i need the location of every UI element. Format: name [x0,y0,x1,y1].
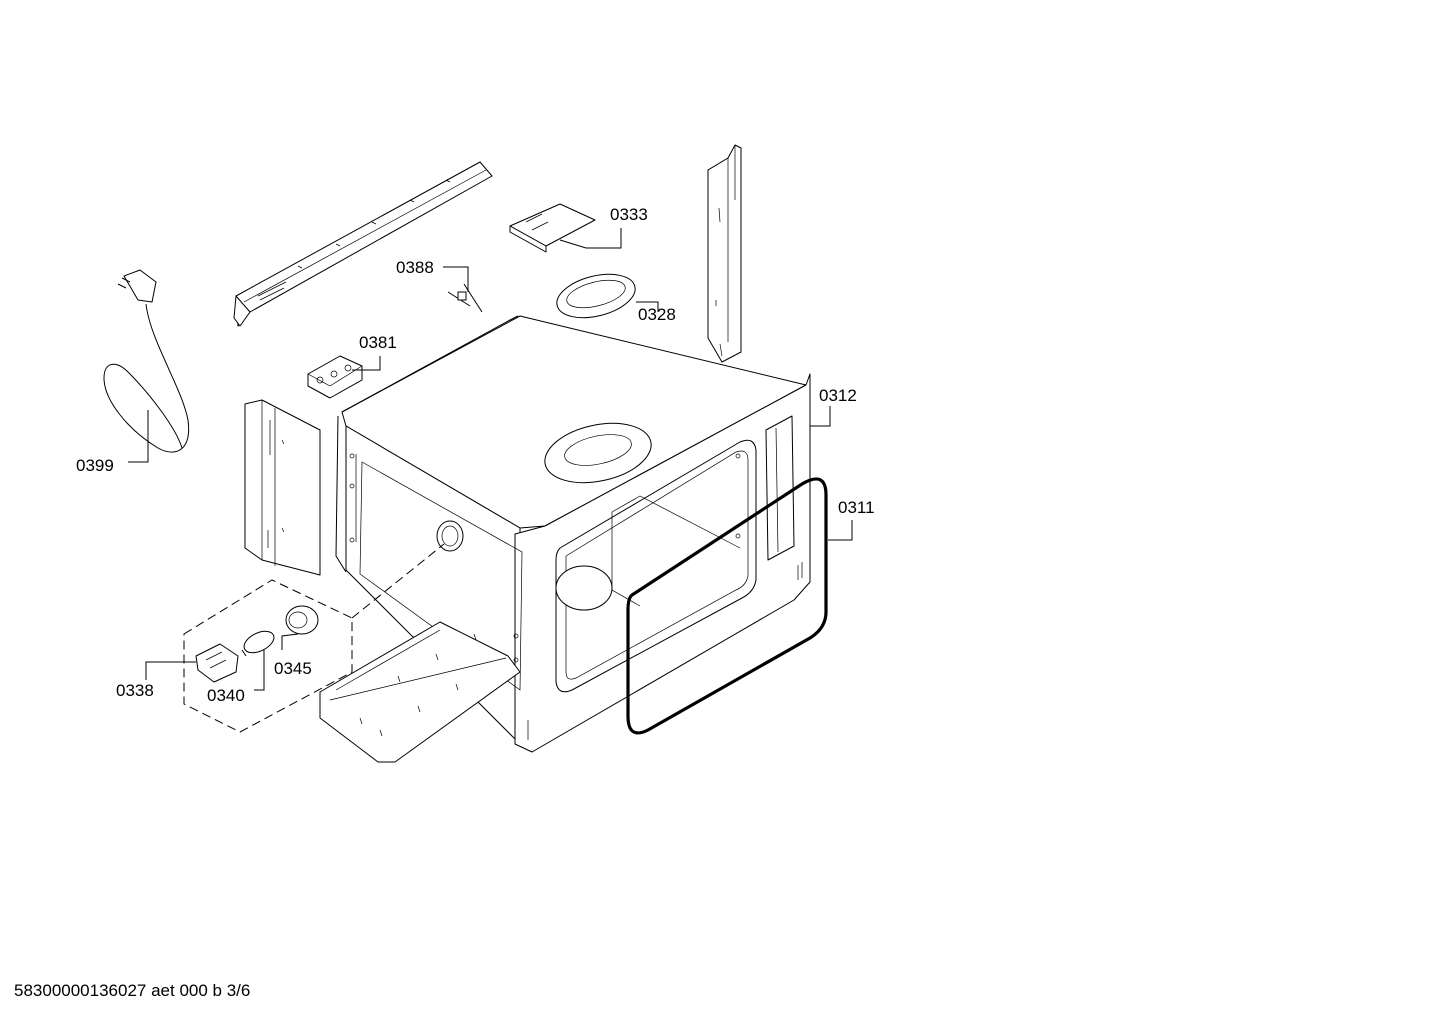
part-0333-plate [509,203,596,253]
callout-0312: 0312 [819,386,857,405]
door-seal-0311 [626,477,828,735]
power-cord [103,269,190,453]
callout-0399: 0399 [76,456,114,475]
lower-rail [319,621,521,763]
callout-0381: 0381 [359,333,397,352]
leader-lines [128,228,853,691]
callout-0388: 0388 [396,258,434,277]
lamp-assembly [183,543,445,733]
callout-0328: 0328 [638,305,676,324]
part-0388-pin [447,283,483,313]
left-vertical-bracket [244,399,321,576]
document-code: 58300000136027 aet 000 b 3/6 [14,981,251,1000]
part-0328-seal [556,273,636,319]
callout-0340: 0340 [207,686,245,705]
callout-labels: 0399 0388 0333 0328 0381 0312 0311 0338 … [76,205,875,705]
callout-0311: 0311 [838,498,875,517]
callout-0333: 0333 [610,205,648,224]
part-0381-terminal [307,355,363,399]
callout-0338: 0338 [116,681,154,700]
right-vertical-bracket [707,144,742,363]
callout-0345: 0345 [274,659,312,678]
top-rail-bracket [233,161,493,327]
